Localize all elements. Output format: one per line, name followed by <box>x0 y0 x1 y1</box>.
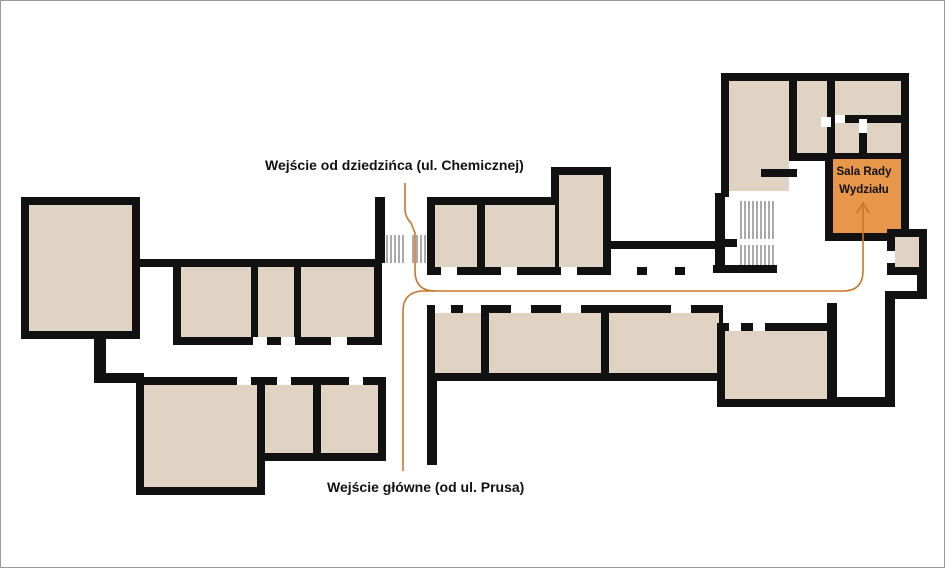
sala-rady-wydzialu-room[interactable] <box>833 159 901 233</box>
door-gap <box>501 267 517 275</box>
wall-segment <box>603 241 721 249</box>
door-gap <box>561 305 581 313</box>
room[interactable] <box>559 175 603 267</box>
wall-segment <box>885 291 927 299</box>
wall-segment <box>257 453 386 461</box>
room[interactable] <box>301 267 374 337</box>
left-wing <box>21 197 386 495</box>
room[interactable] <box>835 81 901 115</box>
courtyard-stairs <box>385 233 430 265</box>
door-gap <box>835 115 845 123</box>
sala-rady-label[interactable]: Sala Rady Wydziału <box>829 163 899 199</box>
door-gap <box>729 323 741 331</box>
room[interactable] <box>144 385 257 487</box>
route-lines <box>402 183 870 471</box>
corridor <box>729 191 789 197</box>
door-gap <box>463 305 481 313</box>
door-gap <box>671 305 691 313</box>
wall-segment <box>94 331 106 381</box>
wall-segment <box>725 239 737 247</box>
wall-segment <box>827 303 837 327</box>
pillar <box>675 267 685 275</box>
room[interactable] <box>29 205 132 331</box>
room[interactable] <box>265 385 313 453</box>
wall-segment <box>379 197 385 207</box>
corridor <box>789 161 827 197</box>
room[interactable] <box>609 313 719 375</box>
room[interactable] <box>485 205 555 267</box>
central-north-wing <box>427 167 721 275</box>
courtyard-entrance-label: Wejście od dziedzińca (ul. Chemicznej) <box>265 157 524 173</box>
wall-segment <box>375 197 385 263</box>
wall-segment <box>715 193 725 271</box>
central-south-wing <box>427 305 723 465</box>
arrow-up-icon <box>856 201 870 214</box>
door-gap <box>511 305 531 313</box>
door-gap <box>887 251 895 263</box>
wall-segment <box>94 373 144 383</box>
wall-segment <box>427 375 437 465</box>
door-gap <box>331 337 347 345</box>
door-gap <box>253 337 267 345</box>
door-gap <box>237 377 251 385</box>
door-gap <box>753 323 765 331</box>
door-gap <box>859 119 867 133</box>
main-entrance-label: Wejście główne (od ul. Prusa) <box>327 479 525 495</box>
east-wing <box>713 73 927 407</box>
room[interactable] <box>867 123 901 153</box>
room[interactable] <box>895 237 919 267</box>
door-gap <box>277 377 291 385</box>
room[interactable] <box>181 267 251 337</box>
room[interactable] <box>435 313 481 375</box>
door-gap <box>441 267 457 275</box>
door-gap <box>561 267 577 275</box>
door-gap <box>435 305 451 313</box>
sala-rady-label-line2: Wydziału <box>839 184 889 196</box>
pillar <box>637 267 647 275</box>
door-gap <box>349 377 363 385</box>
wall-segment <box>132 259 173 267</box>
wall-segment <box>885 295 895 407</box>
room[interactable] <box>835 123 859 153</box>
room[interactable] <box>435 205 477 267</box>
wall-segment <box>427 373 717 381</box>
wall-segment <box>761 169 797 177</box>
room[interactable] <box>258 267 294 337</box>
door-gap <box>281 337 295 345</box>
room[interactable] <box>321 385 378 453</box>
east-stairs <box>727 199 777 269</box>
room[interactable] <box>489 313 601 375</box>
wall-segment <box>713 265 777 273</box>
door-gap <box>821 117 831 127</box>
wall-segment <box>917 267 927 299</box>
wall-segment <box>827 397 895 407</box>
outside-area <box>265 461 386 495</box>
room[interactable] <box>725 331 827 399</box>
sala-rady-label-line1: Sala Rady <box>836 166 892 178</box>
